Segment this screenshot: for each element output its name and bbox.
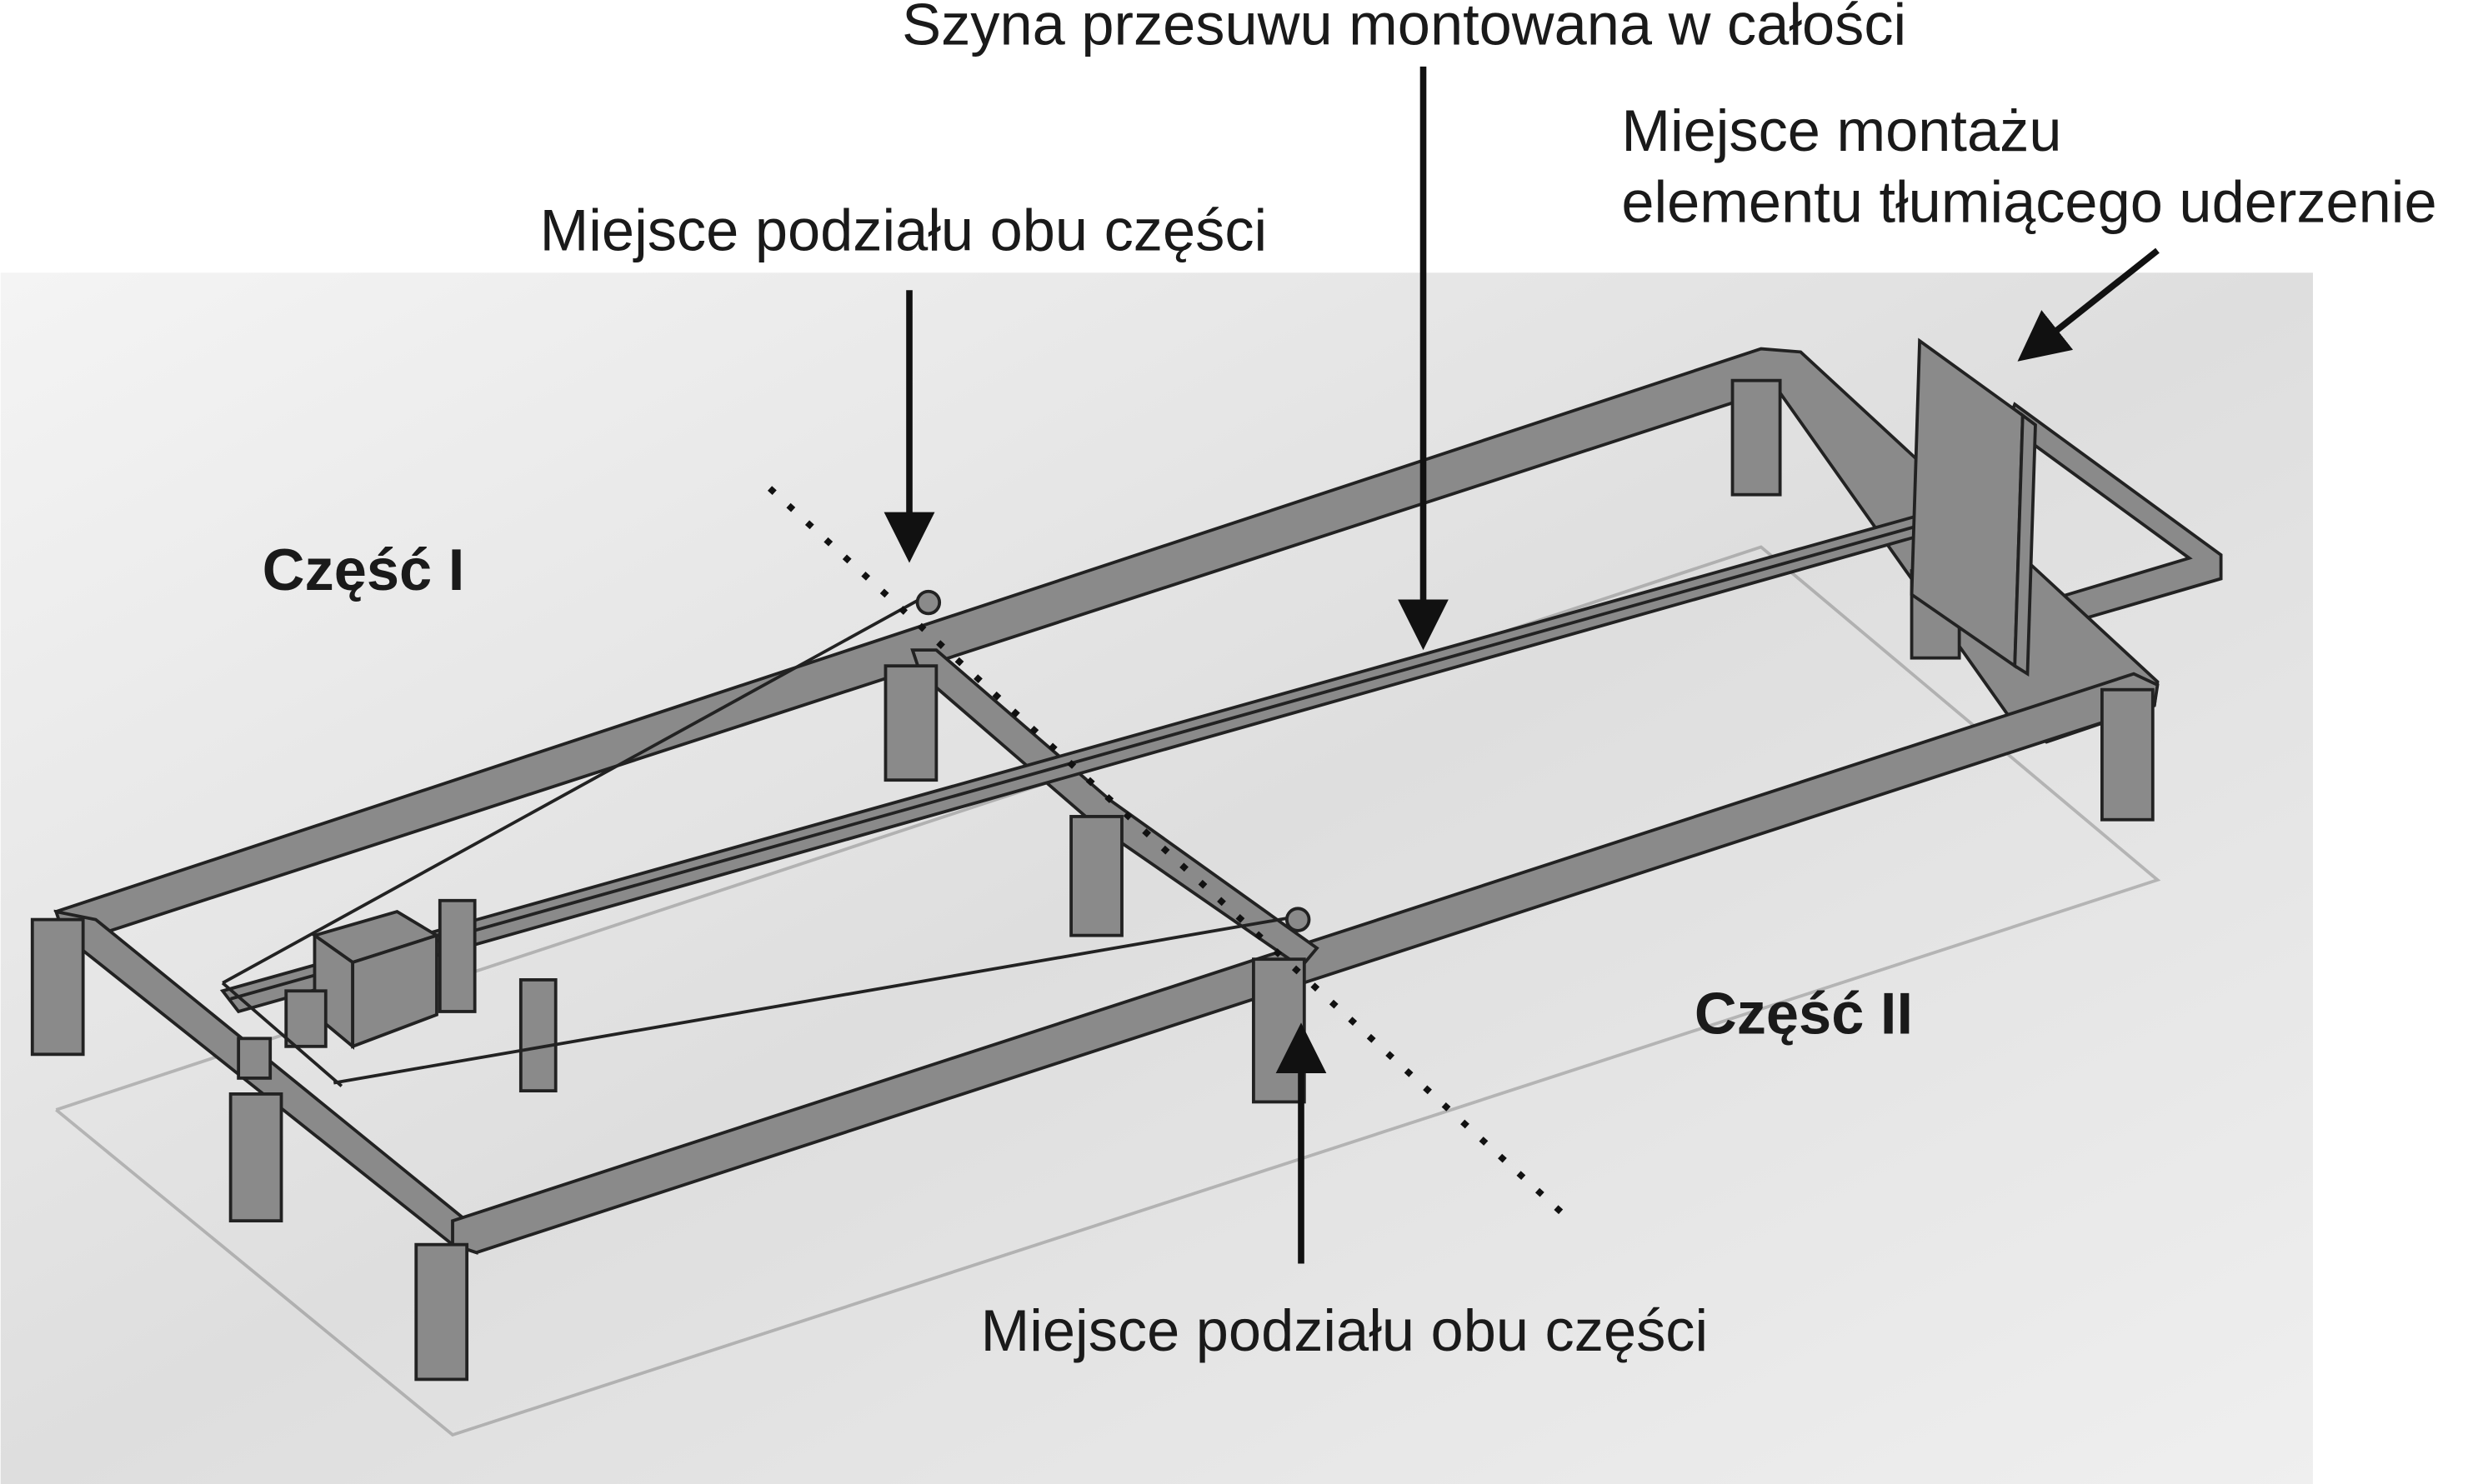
split-top-label: Miejsce podziału obu części	[540, 197, 1268, 263]
rail-label: Szyna przesuwu montowana w całości	[902, 0, 1906, 57]
split-bottom-label: Miejsce podziału obu części	[981, 1297, 1708, 1363]
mount-label-line1: Miejsce montażu	[1621, 97, 2061, 163]
part2-label: Część II	[1695, 981, 1913, 1047]
split-dotted-line	[768, 486, 1574, 1223]
mount-arrow	[2017, 247, 2160, 362]
mount-label-line2: elementu tłumiącego uderzenie	[1621, 168, 2436, 234]
steel-frame	[30, 337, 2223, 1382]
part1-label: Część I	[263, 537, 465, 602]
